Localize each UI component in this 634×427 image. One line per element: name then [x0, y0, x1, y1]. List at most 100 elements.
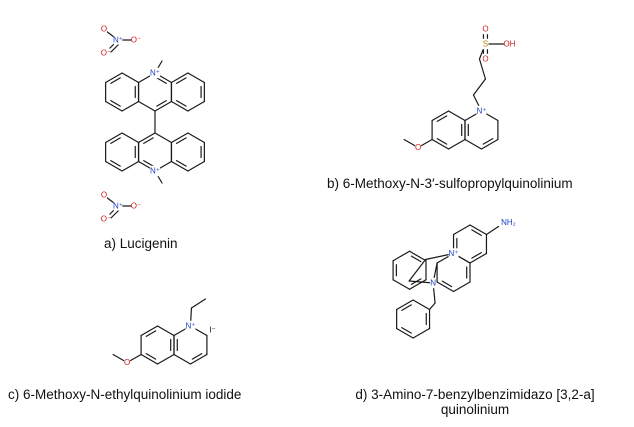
bond: [452, 224, 471, 236]
bond: [110, 160, 121, 167]
sulfopropyl-sulfur-bg: [482, 38, 489, 50]
lucigenin-nitrate-top-nitrogen-bg: [113, 35, 123, 45]
benzimidazo-nitrogen-7-bg: [430, 277, 437, 289]
bond: [464, 138, 483, 150]
lucigenin-structure: N⁺N⁺N⁺OO⁻O⁻N⁺OO⁻O⁻: [101, 24, 205, 224]
lucigenin-nitrate-top-oxygen-2-bg: [131, 35, 141, 45]
bond: [485, 225, 500, 236]
bond: [431, 110, 450, 122]
bond: [156, 77, 167, 84]
bond: [175, 100, 187, 107]
ethylquinolinium-methoxy-oxygen: O: [124, 358, 130, 367]
bond: [154, 132, 173, 144]
bond: [480, 138, 499, 150]
bond: [436, 115, 448, 122]
bond: [156, 353, 175, 365]
caption-benzimidazoquinolinium-line2: quinolinium: [440, 402, 510, 417]
bond: [412, 327, 431, 339]
bond: [190, 298, 207, 309]
bond: [121, 132, 140, 144]
bond: [154, 100, 173, 112]
bond: [121, 160, 140, 172]
bond: [187, 72, 205, 84]
bond: [137, 132, 156, 144]
bond: [121, 72, 140, 84]
benzimidazo-amino-bg: [501, 217, 516, 228]
ethylquinolinium-methoxy-oxygen-bg: [124, 357, 131, 368]
lucigenin-nitrate-bottom-oxygen-1-bg: [101, 190, 107, 200]
lucigenin-nitrate-bottom-oxygen-2: O⁻: [131, 202, 141, 211]
ethylquinolinium-nitrogen-bg: [185, 320, 196, 332]
bond: [191, 353, 203, 360]
bond: [170, 160, 189, 172]
bond: [105, 132, 123, 144]
iodide-counterion: I⁻: [209, 326, 215, 335]
caption-benzimidazoquinolinium: d) 3-Amino-7-benzylbenzimidazo [3,2-a] q…: [320, 387, 630, 417]
bond: [471, 229, 482, 236]
lucigenin-nitrate-top-oxygen-1-bg: [101, 24, 107, 34]
bond: [410, 278, 422, 285]
bond: [187, 100, 205, 112]
lucigenin-nitrate-bottom-oxygen-3-bg: [101, 214, 111, 224]
caption-benzimidazoquinolinium-line1: d) 3-Amino-7-benzylbenzimidazo [3,2-a]: [355, 387, 595, 402]
lucigenin-nitrogen-bottom: N⁺: [150, 167, 160, 176]
bond: [145, 330, 157, 337]
bond: [478, 58, 487, 80]
bond: [187, 132, 205, 144]
lucigenin-nitrate-top-oxygen-3-bg: [101, 48, 111, 58]
bond: [175, 137, 187, 144]
bond: [469, 252, 488, 264]
bond: [110, 100, 121, 107]
sulfopropyl-sulfur: S: [483, 40, 488, 49]
bond: [401, 304, 412, 311]
sulfopropyl-methoxy-oxygen: O: [415, 143, 421, 152]
bond: [396, 299, 414, 311]
bond: [436, 281, 455, 293]
bond: [105, 160, 123, 172]
lucigenin-nitrate-bottom-oxygen-3: O⁻: [101, 215, 111, 224]
bond: [431, 138, 450, 150]
bond: [408, 279, 427, 290]
bond: [156, 325, 175, 337]
benzimidazo-nitrogen-7: N: [430, 279, 436, 288]
bond: [140, 353, 159, 365]
bond: [110, 77, 121, 84]
bond: [105, 72, 123, 84]
lucigenin-nitrogen-bottom-bg: [150, 165, 160, 177]
bond: [170, 132, 189, 144]
bond: [482, 138, 494, 145]
lucigenin-nitrate-top-oxygen-2: O⁻: [131, 36, 141, 45]
caption-sulfopropylquinolinium: b) 6-Methoxy-N-3′-sulfopropylquinolinium: [327, 176, 573, 191]
bond: [121, 100, 140, 112]
bond: [156, 100, 167, 107]
lucigenin-nitrogen-top-bg: [150, 67, 160, 79]
lucigenin-nitrate-bottom-nitrogen-bg: [113, 201, 123, 211]
bond: [408, 250, 427, 262]
bond: [143, 160, 154, 167]
bond: [170, 72, 189, 84]
lucigenin-nitrate-top-oxygen-3: O⁻: [101, 49, 111, 58]
sulfopropyl-oxygen-bottom: O: [482, 55, 488, 64]
bond: [401, 327, 412, 334]
bond: [187, 160, 205, 172]
bond: [173, 353, 192, 365]
sulfopropyl-hydroxyl: OH: [503, 40, 515, 49]
bond: [392, 279, 411, 290]
sulfopropyl-nitrogen-bg: [476, 105, 487, 117]
benzimidazo-nitrogen-quinolinium: N⁺: [449, 249, 459, 258]
bond: [143, 137, 154, 144]
bond: [447, 110, 466, 122]
bond: [447, 138, 466, 150]
bond: [472, 78, 487, 96]
iodide-counterion-bg: [207, 324, 218, 336]
lucigenin-nitrate-top-nitrogen: N⁺: [113, 36, 123, 45]
bond: [105, 100, 123, 112]
bond: [412, 299, 431, 311]
bond: [436, 138, 448, 145]
lucigenin-nitrate-bottom-nitrogen: N⁺: [113, 202, 123, 211]
sulfopropyl-nitrogen: N⁺: [476, 107, 486, 116]
sulfopropyl-oxygen-top-bg: [482, 23, 489, 35]
bond: [137, 100, 156, 112]
